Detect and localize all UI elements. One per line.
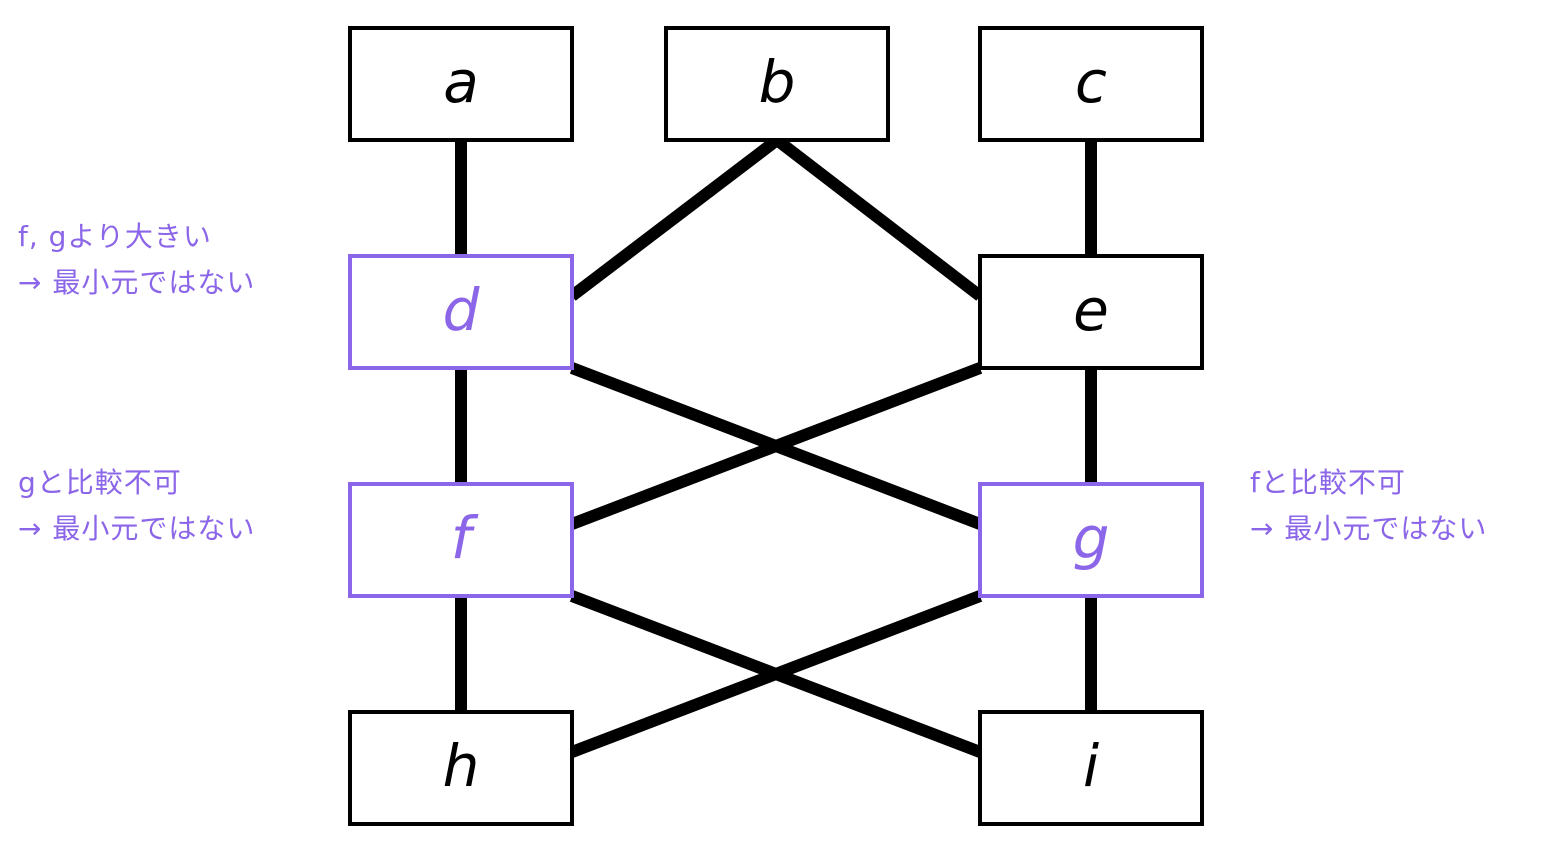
node-b: b: [664, 26, 890, 142]
node-f: f: [348, 482, 574, 598]
node-i-label: i: [1083, 732, 1099, 800]
edges: [455, 135, 1097, 758]
annotation-d-line1: f, gより大きい: [18, 220, 212, 253]
annotation-d: f, gより大きい → 最小元ではない: [18, 214, 255, 306]
node-h-label: h: [443, 732, 480, 800]
edge-b-d: [568, 135, 781, 301]
edge-b-e: [773, 135, 984, 301]
node-g-box: [978, 482, 1204, 598]
node-g: g: [978, 482, 1204, 598]
node-a-label: a: [443, 48, 479, 116]
node-a: a: [348, 26, 574, 142]
node-d: d: [348, 254, 574, 370]
annotation-f-line1: gと比較不可: [18, 466, 182, 499]
node-i-box: [978, 710, 1204, 826]
annotation-f: gと比較不可 → 最小元ではない: [18, 460, 255, 552]
annotation-g-line1: fと比較不可: [1250, 466, 1406, 499]
node-a-box: [348, 26, 574, 142]
node-d-label: d: [443, 276, 481, 344]
node-f-box: [348, 482, 574, 598]
node-b-box: [664, 26, 890, 142]
node-d-box: [348, 254, 574, 370]
node-c: c: [978, 26, 1204, 142]
node-b-label: b: [759, 48, 796, 116]
node-i: i: [978, 710, 1204, 826]
annotation-g: fと比較不可 → 最小元ではない: [1250, 460, 1487, 552]
nodes: a b c d e f g h i: [348, 26, 1204, 826]
edge-e-f: [569, 362, 983, 530]
node-e-box: [978, 254, 1204, 370]
node-c-box: [978, 26, 1204, 142]
node-h-box: [348, 710, 574, 826]
node-e-label: e: [1073, 276, 1109, 344]
edge-g-h: [569, 590, 983, 758]
node-g-label: g: [1073, 504, 1110, 572]
annotation-g-line2: → 最小元ではない: [1250, 512, 1488, 545]
annotation-d-line2: → 最小元ではない: [18, 266, 256, 299]
node-h: h: [348, 710, 574, 826]
node-c-label: c: [1075, 48, 1107, 116]
node-e: e: [978, 254, 1204, 370]
annotation-f-line2: → 最小元ではない: [18, 512, 256, 545]
